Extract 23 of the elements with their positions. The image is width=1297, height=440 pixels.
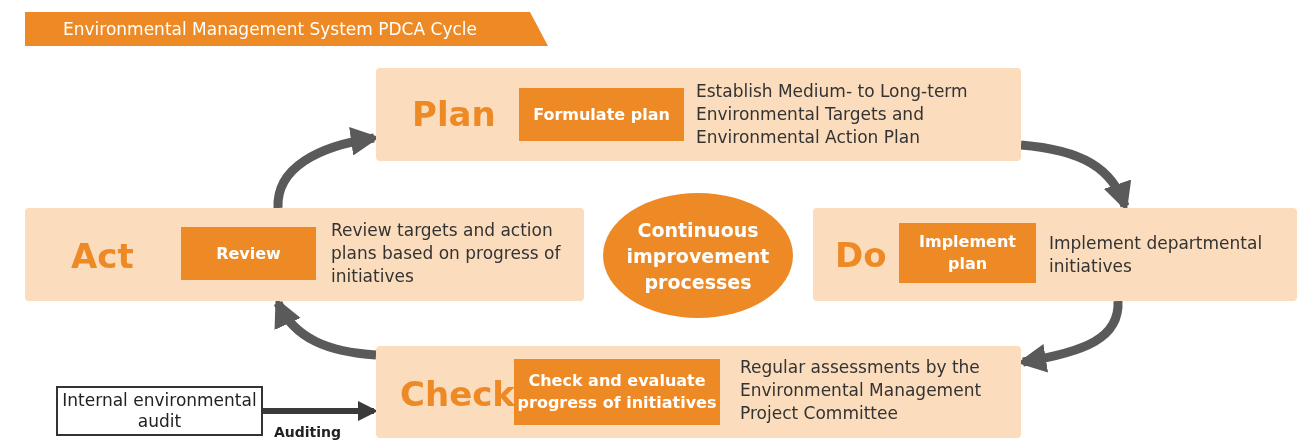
phase-heading: Act (71, 236, 134, 276)
step-box (519, 88, 684, 141)
phase-band (25, 208, 584, 301)
description-text: Establish Medium- to Long-term Environmental Targets and Environmental Action Plan (696, 80, 969, 149)
box-label: Check and evaluate progress of initiatives (516, 370, 718, 414)
phase-band (376, 346, 1021, 438)
box-label: Implement plan (918, 231, 1017, 275)
step-box (181, 227, 316, 280)
description-text: Regular assessments by the Environmental Management Project Committee (740, 356, 983, 425)
box-label: Internal environmental audit (61, 390, 258, 432)
phase-heading: Plan (412, 94, 496, 134)
step-box (514, 359, 720, 425)
phase-heading: Do (835, 235, 887, 275)
step-box (899, 223, 1036, 283)
box-label: Formulate plan (533, 103, 670, 126)
phase-heading: Check (400, 374, 515, 414)
description-text: Review targets and action plans based on progress of initiatives (331, 219, 562, 288)
phase-band (376, 68, 1021, 161)
center-text: Continuous improvement processes (625, 217, 771, 295)
box-label: Review (216, 242, 281, 265)
title-banner: Environmental Management System PDCA Cycle (25, 12, 548, 46)
phase-band (813, 208, 1297, 301)
description-text: Implement departmental initiatives (1049, 232, 1264, 278)
